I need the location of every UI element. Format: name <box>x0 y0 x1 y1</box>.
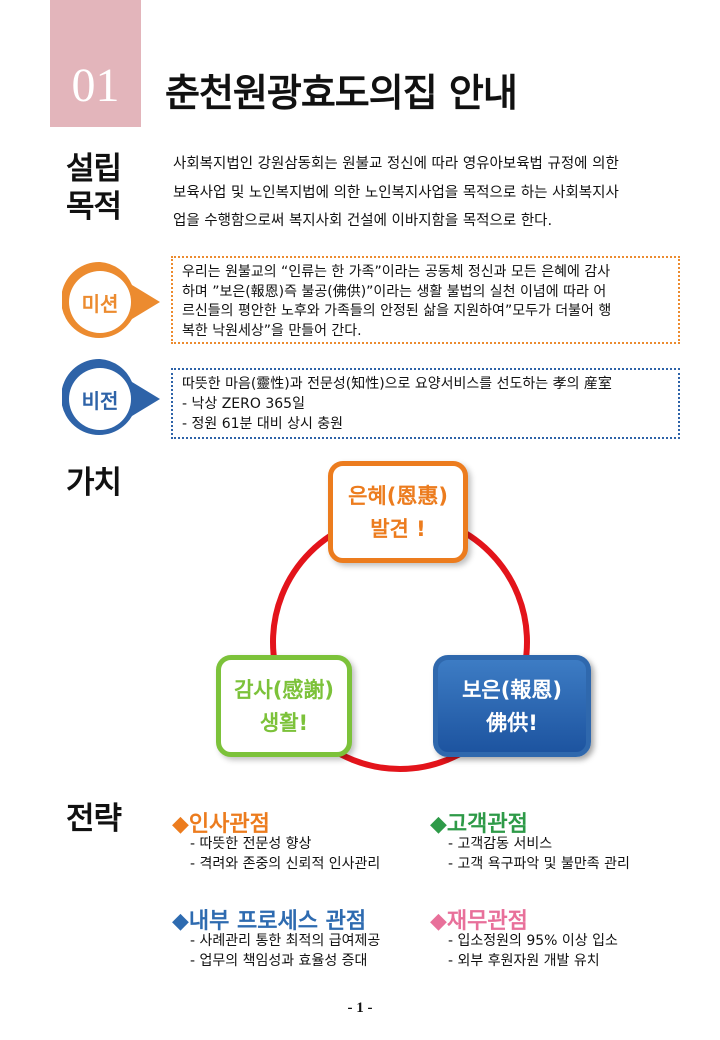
strategy-hr-list: - 따뜻한 전문성 향상 - 격려와 존중의 신뢰적 인사관리 <box>190 834 380 874</box>
purpose-line: 업을 수행함으로써 복지사회 건설에 이바지함을 목적으로 한다. <box>173 213 553 229</box>
mission-bubble-shape <box>61 261 161 338</box>
vision-line: - 정원 61분 대비 상시 충원 <box>182 416 344 432</box>
strategy-hr-title: ◆인사관점 <box>172 812 270 837</box>
values-label: 가치 <box>66 465 122 501</box>
value-repay-line2: 佛供! <box>486 711 538 735</box>
purpose-line: 사회복지법인 강원삼동회는 원불교 정신에 따라 영유아보육법 규정에 의한 <box>173 156 619 172</box>
value-grace-line1: 은혜(恩惠) <box>348 484 448 508</box>
mission-line: 복한 낙원세상”을 만들어 간다. <box>182 322 362 339</box>
strategy-finance-list: - 입소정원의 95% 이상 입소 - 외부 후원자원 개발 유치 <box>448 931 618 971</box>
strategy-customer-list: - 고객감동 서비스 - 고객 욕구파악 및 불만족 관리 <box>448 834 630 874</box>
list-item: - 따뜻한 전문성 향상 <box>190 836 312 852</box>
list-item: - 사례관리 통한 최적의 급여제공 <box>190 933 381 949</box>
mission-bubble: 미션 <box>61 258 172 346</box>
value-grace-box: 은혜(恩惠) 발견 ! <box>328 461 468 563</box>
section-number: 01 <box>71 59 120 112</box>
value-gratitude-line2: 생활! <box>259 711 309 735</box>
section-number-box: 01 <box>50 0 141 127</box>
list-item: - 업무의 책임성과 효율성 증대 <box>190 953 368 969</box>
strategy-finance-title: ◆재무관점 <box>430 909 528 934</box>
value-grace-line2: 발견 ! <box>370 517 426 541</box>
list-item: - 입소정원의 95% 이상 입소 <box>448 933 618 949</box>
purpose-label-line2: 목적 <box>66 189 122 225</box>
vision-bubble: 비전 <box>61 355 172 443</box>
value-repay-line1: 보은(報恩) <box>462 678 562 702</box>
purpose-label-line1: 설립 <box>66 151 122 187</box>
purpose-label: 설립 목적 <box>66 150 122 226</box>
list-item: - 고객 욕구파악 및 불만족 관리 <box>448 856 630 872</box>
page-title: 춘천원광효도의집 안내 <box>165 71 518 115</box>
strategy-process-title: ◆내부 프로세스 관점 <box>172 909 367 934</box>
strategy-label: 전략 <box>66 801 122 837</box>
mission-label: 미션 <box>81 292 119 316</box>
list-item: - 외부 후원자원 개발 유치 <box>448 953 600 969</box>
list-item: - 격려와 존중의 신뢰적 인사관리 <box>190 856 381 872</box>
value-repay-box: 보은(報恩) 佛供! <box>433 655 591 757</box>
strategy-process-list: - 사례관리 통한 최적의 급여제공 - 업무의 책임성과 효율성 증대 <box>190 931 380 971</box>
vision-box: 따뜻한 마음(靈性)과 전문성(知性)으로 요양서비스를 선도하는 孝의 産室 … <box>171 368 680 439</box>
value-gratitude-box: 감사(感謝) 생활! <box>216 655 352 757</box>
vision-bubble-shape <box>61 358 161 435</box>
value-gratitude-line1: 감사(感謝) <box>234 678 334 702</box>
vision-line: - 낙상 ZERO 365일 <box>182 396 305 412</box>
purpose-text: 사회복지법인 강원삼동회는 원불교 정신에 따라 영유아보육법 규정에 의한 보… <box>173 150 673 236</box>
vision-label: 비전 <box>81 389 119 413</box>
purpose-line: 보육사업 및 노인복지법에 의한 노인복지사업을 목적으로 하는 사회복지사 <box>173 184 619 201</box>
page-number: - 1 - <box>347 1000 373 1016</box>
vision-line: 따뜻한 마음(靈性)과 전문성(知性)으로 요양서비스를 선도하는 孝의 産室 <box>182 376 612 392</box>
strategy-customer-title: ◆고객관점 <box>430 812 528 837</box>
mission-line: 르신들의 평안한 노후와 가족들의 안정된 삶을 지원하여”모두가 더불어 행 <box>182 303 612 319</box>
list-item: - 고객감동 서비스 <box>448 836 553 852</box>
mission-box: 우리는 원불교의 “인류는 한 가족”이라는 공동체 정신과 모든 은혜에 감사… <box>171 256 680 344</box>
mission-line: 우리는 원불교의 “인류는 한 가족”이라는 공동체 정신과 모든 은혜에 감사 <box>182 264 611 280</box>
mission-line: 하며 ”보은(報恩)즉 불공(佛供)”이라는 생활 불법의 실천 이념에 따라 … <box>182 283 607 300</box>
